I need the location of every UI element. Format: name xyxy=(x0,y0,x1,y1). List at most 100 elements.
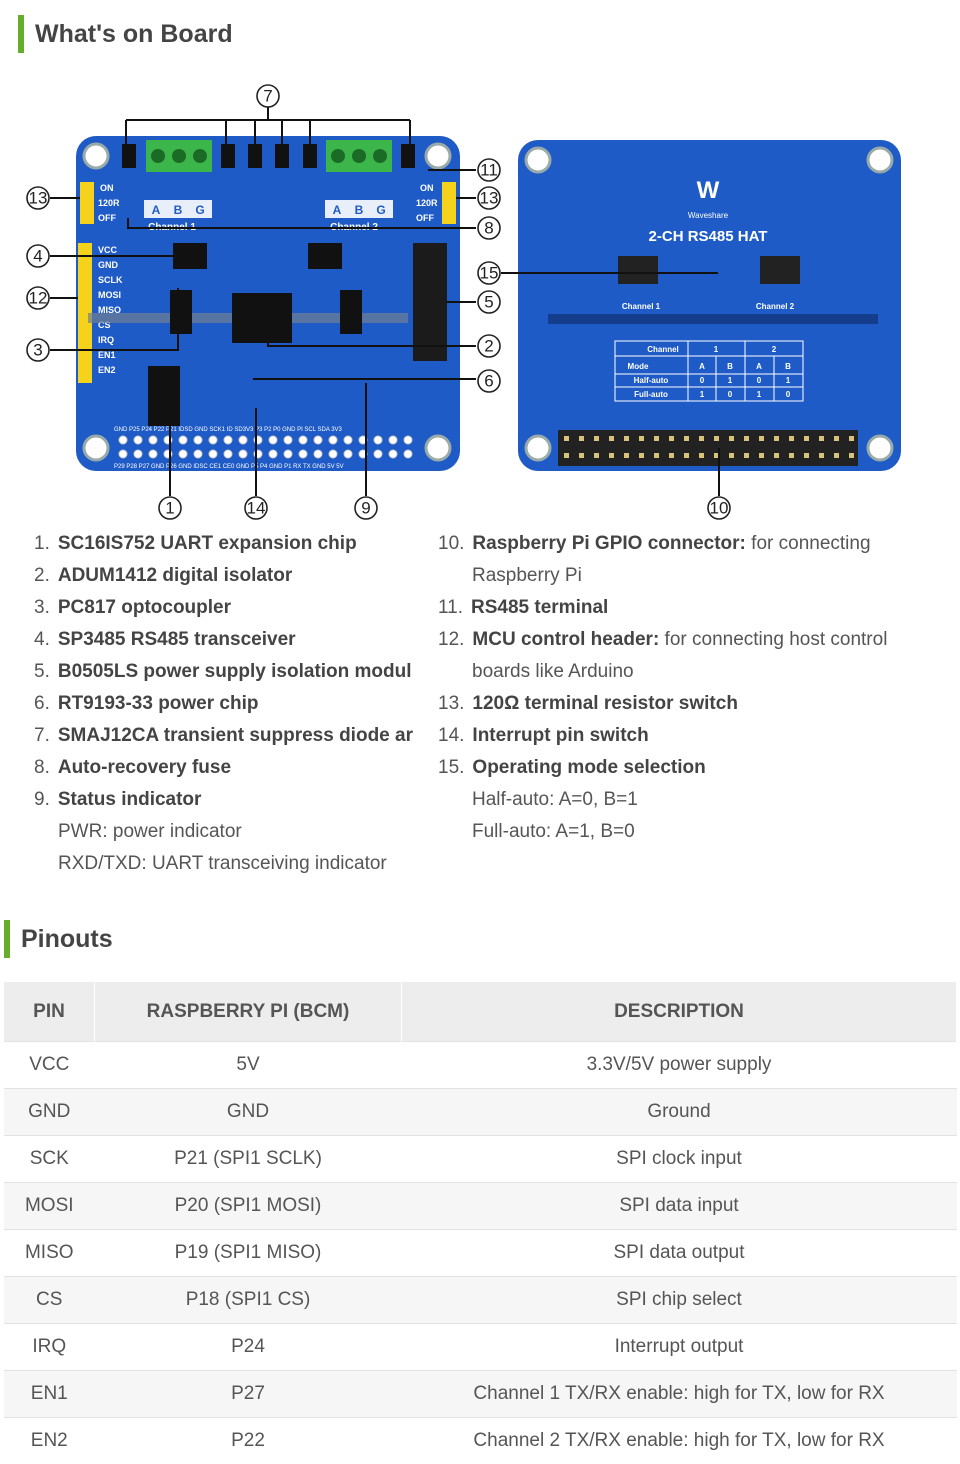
cell-rpi: P20 (SPI1 MOSI) xyxy=(95,1183,402,1230)
cell-rpi: P22 xyxy=(95,1418,402,1464)
item-num: 3. xyxy=(34,592,50,624)
callout-14: 14 xyxy=(247,499,266,518)
item-num: 11. xyxy=(438,592,463,624)
cell-desc: Channel 2 TX/RX enable: high for TX, low… xyxy=(402,1418,957,1464)
item-num: 14. xyxy=(438,720,464,752)
callout-10: 10 xyxy=(710,499,729,518)
on-right: ON xyxy=(420,183,434,193)
back-channel2: Channel 2 xyxy=(756,302,795,311)
cell-pin: EN1 xyxy=(4,1371,95,1418)
list-item: 7.SMAJ12CA transient suppress diode ar xyxy=(34,720,434,752)
item-name: Interrupt pin switch xyxy=(472,720,648,752)
r-left: 120R xyxy=(98,198,120,208)
pin-en1: EN1 xyxy=(98,350,116,360)
component-list-left: 1.SC16IS752 UART expansion chip 2.ADUM14… xyxy=(34,528,434,880)
callout-12: 12 xyxy=(29,289,48,308)
item-num: 10. xyxy=(438,528,464,560)
list-item: 9.Status indicator xyxy=(34,784,434,816)
list-item: 15. Operating mode selection xyxy=(438,752,938,784)
item-desc-cont: Raspberry Pi xyxy=(472,560,582,592)
mt-full: Full-auto xyxy=(634,390,668,399)
cell-rpi: P24 xyxy=(95,1324,402,1371)
item-name: Operating mode selection xyxy=(472,752,705,784)
gpio-top-labels: GND P25 P24 P22 P21 IDSD GND SCK1 ID SD3… xyxy=(114,427,343,433)
abg-b-2: B xyxy=(355,203,364,217)
mt-cell: 1 xyxy=(728,376,733,385)
pin-irq: IRQ xyxy=(98,335,114,345)
mt-a2: A xyxy=(756,362,762,371)
cell-desc: SPI clock input xyxy=(402,1136,957,1183)
list-subitem: PWR: power indicator xyxy=(34,816,434,848)
waveshare-logo: W xyxy=(697,177,720,204)
mode-switch-1 xyxy=(618,256,658,284)
component-list-right: 10. Raspberry Pi GPIO connector: for conn… xyxy=(438,528,938,848)
item-name: Raspberry Pi GPIO connector: xyxy=(472,533,745,554)
abg-g-2: G xyxy=(376,203,385,217)
cell-pin: SCK xyxy=(4,1136,95,1183)
callout-2: 2 xyxy=(484,337,493,356)
resistor-switch-left xyxy=(80,182,94,224)
col-rpi: RASPBERRY PI (BCM) xyxy=(95,982,402,1042)
mt-cell: 0 xyxy=(700,376,705,385)
mt-b1: B xyxy=(727,362,733,371)
item-name: B0505LS power supply isolation modul xyxy=(58,656,412,688)
list-item: 1.SC16IS752 UART expansion chip xyxy=(34,528,434,560)
item-desc: for connecting xyxy=(746,533,871,554)
list-item: 14. Interrupt pin switch xyxy=(438,720,938,752)
mt-channel: Channel xyxy=(647,345,679,354)
item-name: Status indicator xyxy=(58,784,202,816)
item-desc-cont: boards like Arduino xyxy=(472,656,634,688)
cell-rpi: P21 (SPI1 SCLK) xyxy=(95,1136,402,1183)
board-svg: A B G A B G Channel 1 Channel 2 ON 120R … xyxy=(18,78,923,523)
item-name: RT9193-33 power chip xyxy=(58,688,259,720)
item-name: Auto-recovery fuse xyxy=(58,752,231,784)
callout-4: 4 xyxy=(33,247,42,266)
section-heading-pinouts: Pinouts xyxy=(4,920,113,958)
list-item: 8.Auto-recovery fuse xyxy=(34,752,434,784)
mt-ch2: 2 xyxy=(772,345,777,354)
callout-6: 6 xyxy=(484,372,493,391)
subitem-text: Half-auto: A=0, B=1 xyxy=(472,784,638,816)
cell-desc: Interrupt output xyxy=(402,1324,957,1371)
list-subitem: Full-auto: A=1, B=0 xyxy=(438,816,938,848)
cell-pin: VCC xyxy=(4,1042,95,1089)
mt-cell: 0 xyxy=(728,390,733,399)
item-name: ADUM1412 digital isolator xyxy=(58,560,292,592)
hat-title: 2-CH RS485 HAT xyxy=(649,228,768,245)
pin-en2: EN2 xyxy=(98,365,116,375)
subitem-text: RXD/TXD: UART transceiving indicator xyxy=(58,848,387,880)
mt-half: Half-auto xyxy=(634,376,669,385)
col-desc: DESCRIPTION xyxy=(402,982,957,1042)
callout-11: 11 xyxy=(480,161,498,180)
list-item: 11.RS485 terminal xyxy=(438,592,938,624)
mt-b2: B xyxy=(785,362,791,371)
power-module xyxy=(413,243,447,361)
abg-a-1: A xyxy=(152,203,161,217)
subitem-text: PWR: power indicator xyxy=(58,816,242,848)
cell-pin: IRQ xyxy=(4,1324,95,1371)
cell-pin: MOSI xyxy=(4,1183,95,1230)
off-right: OFF xyxy=(416,213,434,223)
gpio-bottom-labels: P29 P28 P27 GND P26 GND IDSC CE1 CE0 GND… xyxy=(114,464,344,470)
callout-13-left: 13 xyxy=(29,189,48,208)
table-header-row: PIN RASPBERRY PI (BCM) DESCRIPTION xyxy=(4,982,957,1042)
gpio-connector xyxy=(558,430,858,466)
mt-a1: A xyxy=(699,362,705,371)
item-name: SC16IS752 UART expansion chip xyxy=(58,528,357,560)
r-right: 120R xyxy=(416,198,438,208)
pin-gnd: GND xyxy=(98,260,119,270)
resistor-switch-right xyxy=(442,182,456,224)
mt-cell: 0 xyxy=(786,390,791,399)
item-num: 13. xyxy=(438,688,464,720)
item-num: 12. xyxy=(438,624,464,656)
item-num: 15. xyxy=(438,752,464,784)
uart-chip xyxy=(148,366,180,426)
pin-vcc: VCC xyxy=(98,245,118,255)
item-name: MCU control header: xyxy=(472,629,659,650)
mode-switch-2 xyxy=(760,256,800,284)
